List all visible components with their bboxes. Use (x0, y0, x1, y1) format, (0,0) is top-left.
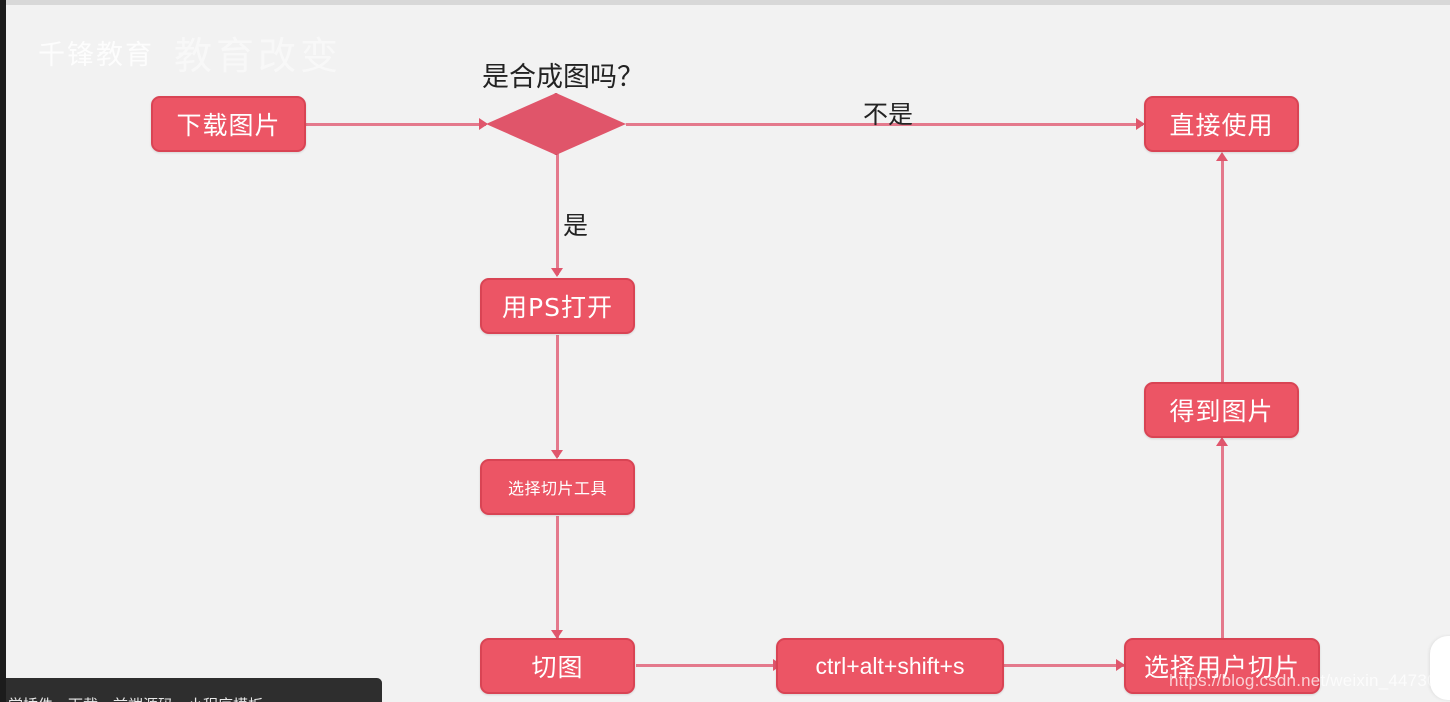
csdn-watermark: https://blog.csdn.net/weixin_44730244 (1169, 671, 1450, 690)
arrowhead-download-to-decision (479, 118, 488, 130)
brand-ghost-watermark: 教育改变 (174, 34, 343, 78)
decision-diamond[interactable] (486, 93, 626, 155)
edge-label-no: 不是 (863, 100, 914, 129)
arrowhead-decision-to-open-ps (551, 268, 563, 277)
node-user-slices[interactable]: 选择用户切片 (1124, 638, 1320, 694)
corner-chip (1430, 636, 1450, 700)
decision-title-label: 是合成图吗？ (482, 62, 644, 93)
edge-get-image-to-use-directly (1221, 155, 1224, 383)
edge-slice-to-shortcut (636, 664, 781, 667)
node-slice-tool[interactable]: 选择切片工具 (480, 459, 635, 515)
edge-slice-tool-to-slice (556, 516, 559, 638)
arrowhead-user-slices-to-get-image (1216, 437, 1228, 446)
edge-decision-to-open-ps (556, 150, 559, 275)
arrowhead-slice-tool-to-slice (551, 630, 563, 639)
node-use-directly[interactable]: 直接使用 (1144, 96, 1299, 152)
arrowhead-get-image-to-use-directly (1216, 152, 1228, 161)
edge-shortcut-to-user-slices (1004, 664, 1126, 667)
arrowhead-open-ps-to-slice-tool (551, 450, 563, 459)
node-shortcut[interactable]: ctrl+alt+shift+s (776, 638, 1004, 694)
node-slice[interactable]: 切图 (480, 638, 635, 694)
edge-decision-to-use-directly (626, 123, 1143, 126)
arrowhead-shortcut-to-user-slices (1116, 659, 1125, 671)
node-get-image[interactable]: 得到图片 (1144, 382, 1299, 438)
bottom-caption-bar: 学插件、下载、前端源码、小程序模板 (6, 678, 382, 702)
edge-open-ps-to-slice-tool (556, 335, 559, 457)
brand-watermark: 千锋教育 (38, 40, 154, 71)
edge-download-to-decision (306, 123, 486, 126)
bottom-caption-text: 学插件、下载、前端源码、小程序模板 (8, 694, 263, 702)
arrowhead-decision-to-use-directly (1136, 118, 1145, 130)
node-open-ps[interactable]: 用PS打开 (480, 278, 635, 334)
edge-label-yes: 是 (563, 211, 589, 240)
top-strip (6, 0, 1450, 5)
edge-user-slices-to-get-image (1221, 440, 1224, 640)
node-download[interactable]: 下载图片 (151, 96, 306, 152)
